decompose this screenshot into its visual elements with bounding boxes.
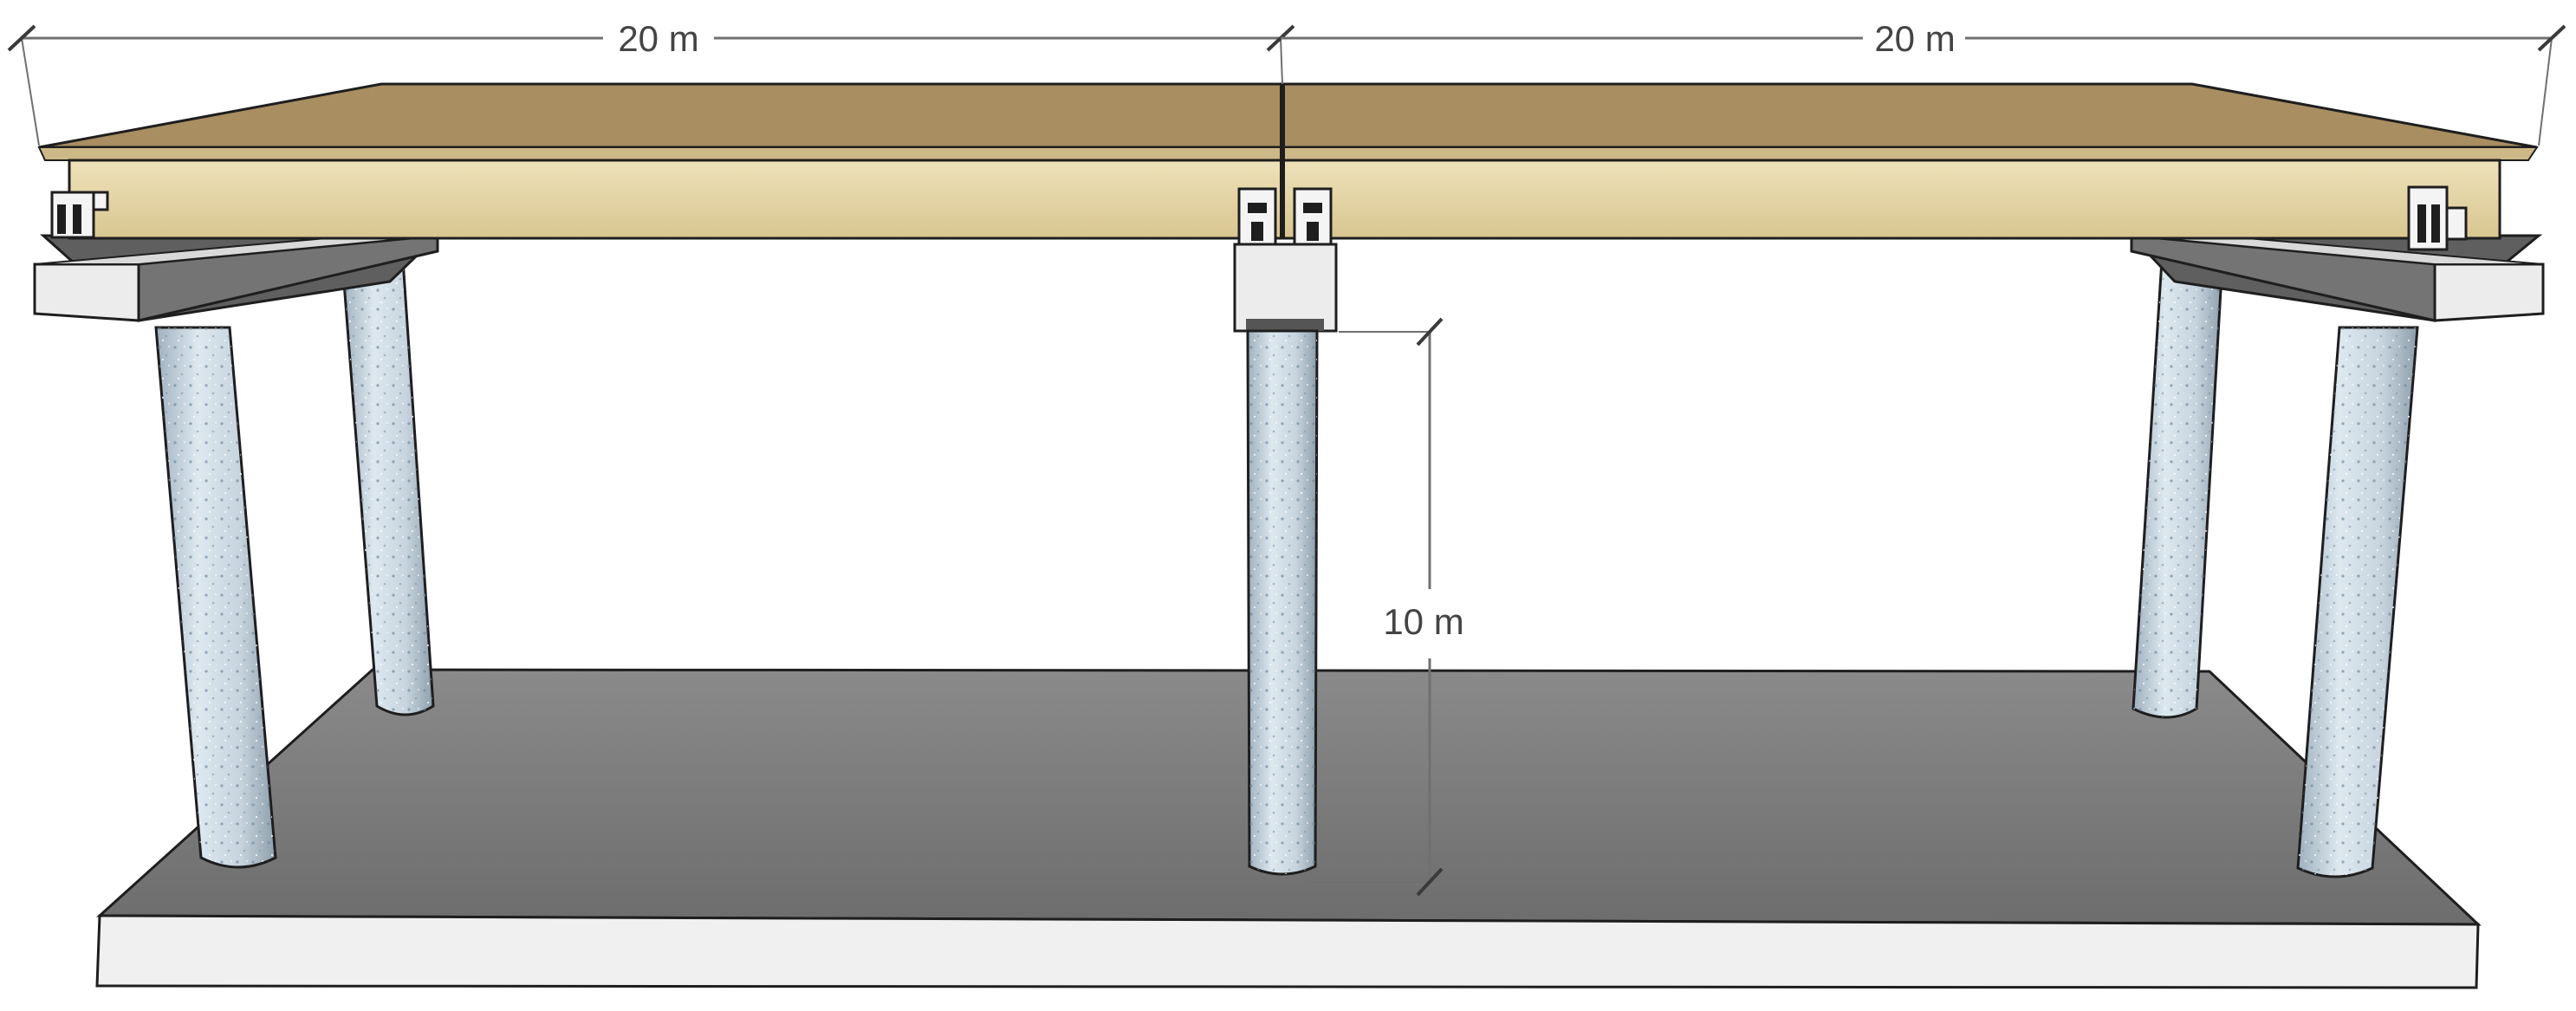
ground-front <box>95 914 2480 989</box>
rear-columns <box>341 258 2224 719</box>
bearing-center-left <box>1237 187 1277 246</box>
pier-height-label: 10 m <box>1383 601 1463 642</box>
bearings <box>50 185 2468 251</box>
dimension-span-right: 20 m <box>1281 18 2566 146</box>
dimension-span-left: 20 m <box>7 18 1295 146</box>
pier-cap-right <box>2128 234 2545 322</box>
column-rear-right <box>2132 258 2224 719</box>
span-left-label: 20 m <box>618 18 698 59</box>
bearing-left <box>50 191 109 239</box>
front-columns <box>154 326 2419 878</box>
bearing-center-right <box>1293 187 1333 246</box>
dimension-pier-height: 10 m <box>1310 317 1464 897</box>
bridge-deck <box>37 82 2539 240</box>
bearing-right <box>2407 185 2468 251</box>
span-right-label: 20 m <box>1874 18 1955 59</box>
column-rear-left <box>341 258 435 716</box>
deck-top-surface <box>38 82 2538 149</box>
column-front-center <box>1246 329 1319 876</box>
column-front-left <box>154 326 277 869</box>
column-front-right <box>2296 326 2419 878</box>
pier-cap-center <box>1233 243 1338 333</box>
deck-front-edge <box>37 146 2539 161</box>
